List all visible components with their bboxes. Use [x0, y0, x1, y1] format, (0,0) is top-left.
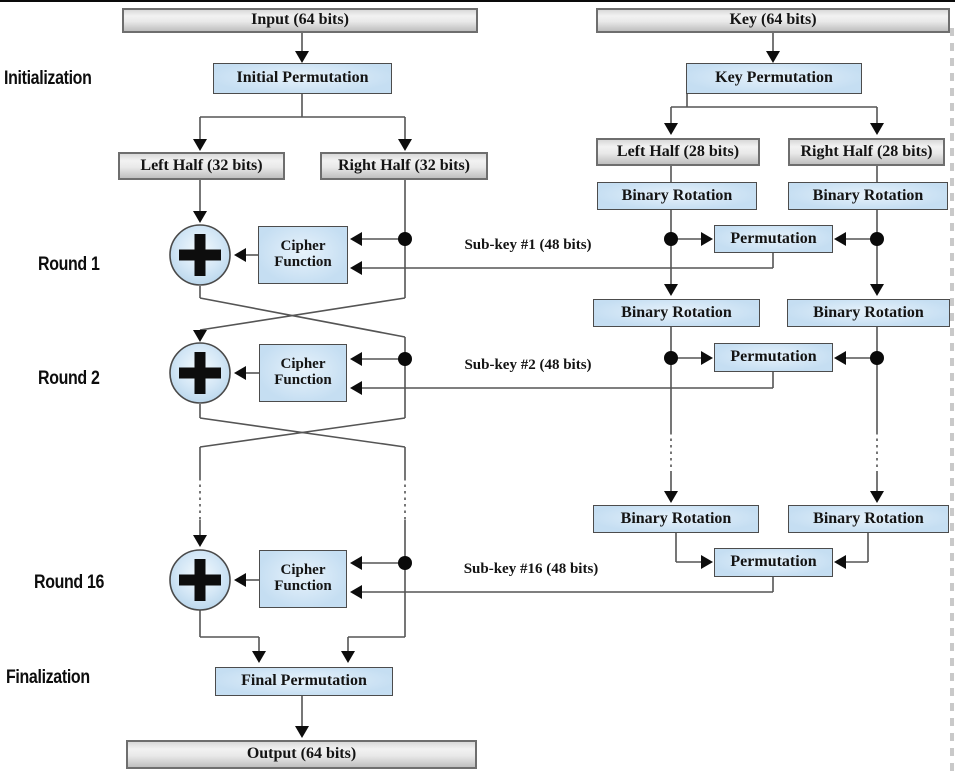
permutation-box-round-2: Permutation — [714, 343, 833, 372]
binary-rotation-box-r16-right: Binary Rotation — [788, 505, 949, 533]
permutation-box-round-1: Permutation — [714, 225, 833, 253]
final-permutation-box: Final Permutation — [215, 667, 393, 696]
binary-rotation-box-r2-right: Binary Rotation — [787, 299, 950, 327]
cipher-function-line1: Cipher — [280, 562, 326, 579]
xor-plus-icon — [179, 234, 221, 276]
output-box: Output (64 bits) — [126, 740, 477, 769]
right-half-key-box: Right Half (28 bits) — [788, 138, 945, 166]
cipher-function-line2: Function — [274, 578, 332, 594]
xor-node-round-16 — [169, 549, 231, 611]
binary-rotation-box-r16-left: Binary Rotation — [593, 505, 759, 533]
initial-permutation-box: Initial Permutation — [213, 63, 392, 94]
xor-node-round-2 — [169, 342, 231, 404]
cipher-function-line1: Cipher — [280, 238, 326, 255]
right-edge-dashes — [950, 28, 954, 776]
section-label-round-16: Round 16 — [34, 572, 105, 593]
xor-plus-icon — [179, 559, 221, 601]
section-label-finalization: Finalization — [6, 667, 90, 688]
cipher-function-box-round-1: Cipher Function — [258, 226, 348, 284]
right-half-data-box: Right Half (32 bits) — [320, 152, 488, 180]
cipher-function-line2: Function — [274, 254, 332, 270]
xor-node-round-1 — [169, 224, 231, 286]
section-label-initialization: Initialization — [4, 68, 92, 89]
left-half-key-box: Left Half (28 bits) — [596, 138, 760, 166]
subkey-label-round-2: Sub-key #2 (48 bits) — [464, 357, 592, 373]
wires-solid — [199, 33, 878, 727]
cipher-function-line2: Function — [274, 372, 332, 388]
cipher-function-box-round-2: Cipher Function — [259, 344, 347, 402]
section-label-round-1: Round 1 — [38, 254, 100, 275]
left-half-data-box: Left Half (32 bits) — [118, 152, 285, 180]
input-box: Input (64 bits) — [122, 8, 478, 33]
binary-rotation-box-r1-left: Binary Rotation — [597, 182, 757, 210]
junction-dots — [398, 232, 884, 570]
permutation-box-round-16: Permutation — [714, 548, 833, 577]
key-permutation-box: Key Permutation — [686, 63, 862, 94]
xor-plus-icon — [179, 352, 221, 394]
top-border-line — [0, 0, 955, 2]
binary-rotation-box-r2-left: Binary Rotation — [593, 299, 760, 327]
arrowheads — [193, 51, 884, 738]
subkey-label-round-16: Sub-key #16 (48 bits) — [463, 561, 599, 577]
wires-dashed — [199, 432, 878, 520]
cipher-function-line1: Cipher — [280, 356, 326, 373]
section-label-round-2: Round 2 — [38, 368, 100, 389]
cipher-function-box-round-16: Cipher Function — [259, 550, 347, 608]
subkey-label-round-1: Sub-key #1 (48 bits) — [464, 237, 592, 253]
key-box: Key (64 bits) — [596, 8, 950, 33]
binary-rotation-box-r1-right: Binary Rotation — [788, 182, 948, 210]
